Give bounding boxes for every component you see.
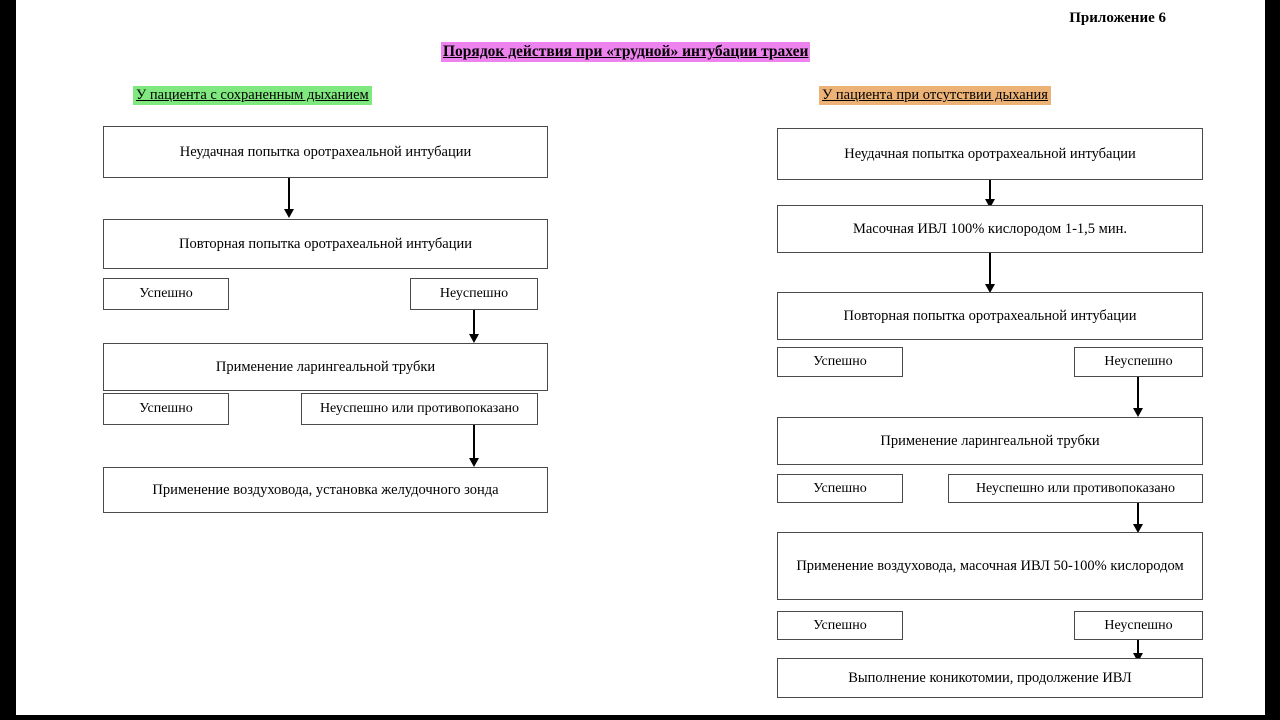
flow-node-laryngeal-tube-left: Применение ларингеальной трубки xyxy=(103,343,548,391)
flow-node-success-right-2: Успешно xyxy=(777,474,903,503)
page-title: Порядок действия при «трудной» интубации… xyxy=(441,42,811,62)
flow-node-failure-or-contraindicated-right: Неуспешно или противопоказано xyxy=(948,474,1203,503)
flow-node-failed-orotracheal-attempt-left: Неудачная попытка оротрахеальной интубац… xyxy=(103,126,548,178)
appendix-label: Приложение 6 xyxy=(1069,10,1166,26)
flow-arrow-r4b-r5 xyxy=(1133,377,1144,417)
flow-node-failure-right-3: Неуспешно xyxy=(1074,611,1203,640)
flow-node-failed-orotracheal-attempt-right: Неудачная попытка оротрахеальной интубац… xyxy=(777,128,1203,180)
flow-node-failure-right-1: Неуспешно xyxy=(1074,347,1203,377)
flow-node-mask-ventilation-100: Масочная ИВЛ 100% кислородом 1-1,5 мин. xyxy=(777,205,1203,253)
flow-arrow-l3b-l4 xyxy=(469,310,480,343)
flow-node-success-left-1: Успешно xyxy=(103,278,229,310)
flow-arrow-r1-r2 xyxy=(985,180,996,208)
flow-node-failure-or-contraindicated-left: Неуспешно или противопоказано xyxy=(301,393,538,425)
flow-node-success-right-1: Успешно xyxy=(777,347,903,377)
document-page: Приложение 6 Порядок действия при «трудн… xyxy=(16,0,1265,715)
flow-node-success-left-2: Успешно xyxy=(103,393,229,425)
flow-node-failure-left-1: Неуспешно xyxy=(410,278,538,310)
flow-node-cricothyrotomy: Выполнение коникотомии, продолжение ИВЛ xyxy=(777,658,1203,698)
flow-node-airway-gastric-tube-left: Применение воздуховода, установка желудо… xyxy=(103,467,548,513)
flow-node-laryngeal-tube-right: Применение ларингеальной трубки xyxy=(777,417,1203,465)
column-heading-absent-breathing: У пациента при отсутствии дыхания xyxy=(819,86,1051,105)
flow-node-repeat-orotracheal-attempt-right: Повторная попытка оротрахеальной интубац… xyxy=(777,292,1203,340)
flow-arrow-r6b-r7 xyxy=(1133,503,1144,533)
flow-node-repeat-orotracheal-attempt-left: Повторная попытка оротрахеальной интубац… xyxy=(103,219,548,269)
flow-node-success-right-3: Успешно xyxy=(777,611,903,640)
column-heading-preserved-breathing: У пациента с сохраненным дыханием xyxy=(133,86,372,105)
flow-node-airway-mask-ventilation-50-100: Применение воздуховода, масочная ИВЛ 50-… xyxy=(777,532,1203,600)
flow-arrow-l1-l2 xyxy=(284,178,295,218)
flow-arrow-l5b-l6 xyxy=(469,425,480,467)
flow-arrow-r2-r3 xyxy=(985,253,996,293)
flow-arrow-r8b-r9 xyxy=(1133,640,1144,662)
